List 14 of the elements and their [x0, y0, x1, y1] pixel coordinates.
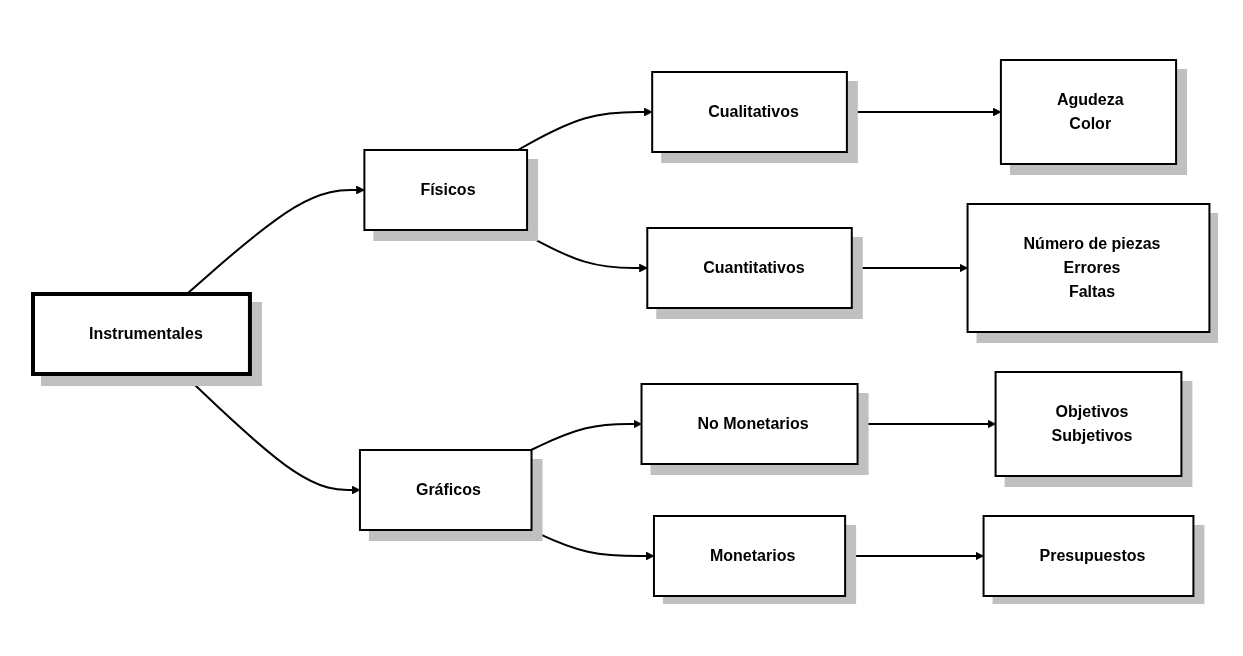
node-box: No Monetarios — [640, 383, 859, 465]
node-box: Número de piezas Errores Faltas — [966, 203, 1211, 333]
node-box: Presupuestos — [982, 515, 1195, 597]
arrow — [530, 529, 655, 561]
node-box: Cuantitativos — [646, 227, 854, 309]
arrow — [517, 107, 653, 151]
node-box: Agudeza Color — [1000, 59, 1178, 165]
node-box: Gráficos — [359, 449, 533, 531]
node-box: Monetarios — [653, 515, 847, 597]
node-box: Instrumentales — [31, 292, 253, 376]
arrow — [517, 229, 648, 273]
node-box: Cualitativos — [651, 71, 849, 153]
node-box: Físicos — [363, 149, 529, 231]
node-box: Objetivos Subjetivos — [994, 371, 1183, 477]
